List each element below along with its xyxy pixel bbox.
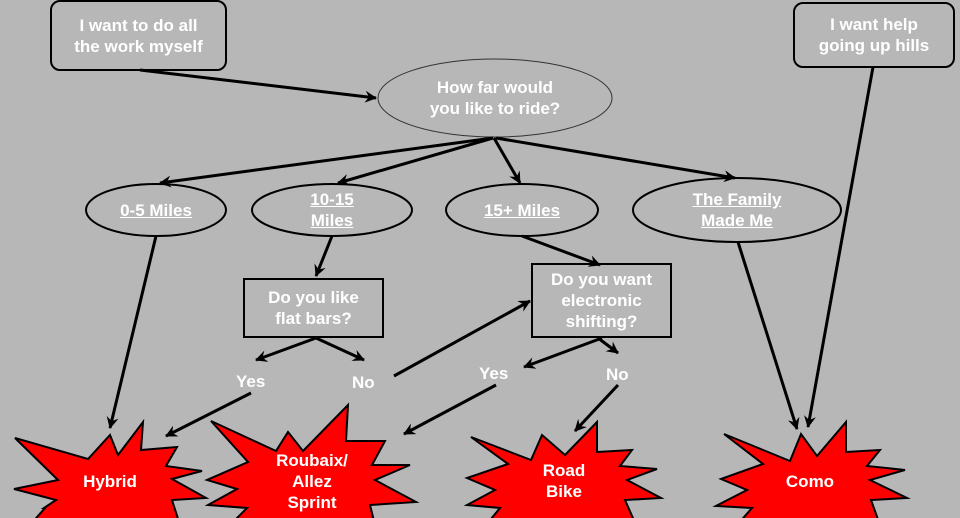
outcome-road-line2: Bike	[546, 482, 582, 501]
question-flat-bars-line1: Do you like	[268, 288, 359, 307]
option-10-15-line1: 10-15	[310, 190, 354, 209]
outcome-hybrid: Hybrid	[60, 466, 160, 496]
question-electronic-line2: electronic	[561, 291, 642, 310]
question-electronic-line1: Do you want	[550, 270, 653, 289]
question-flat-bars: Do you like flat bars?	[243, 278, 384, 338]
question-distance-line2: you like to ride?	[429, 99, 561, 118]
connector-15-plus-to-electronic	[521, 234, 601, 267]
outcome-hybrid-starburst	[13, 418, 210, 518]
answer-electronic-yes[interactable]: Yes	[479, 364, 509, 383]
start-node-help-hills: I want help going up hills	[793, 2, 955, 68]
connector-distance-to-10-15	[337, 136, 494, 186]
connector-distance-to-0-5	[159, 136, 494, 188]
connector-flat-to-yes	[255, 336, 317, 362]
answer-flat-no[interactable]: No	[352, 373, 375, 392]
connector-flat-to-no	[315, 336, 365, 362]
question-electronic-line3: shifting?	[565, 312, 638, 331]
connector-distance-to-family	[495, 136, 736, 183]
question-distance-line1: How far would	[436, 78, 554, 97]
option-0-5-miles[interactable]: 0-5 Miles	[90, 195, 222, 225]
connector-distance-to-15-plus	[492, 137, 522, 184]
connector-0-5-to-hybrid	[106, 235, 158, 429]
connector-yes-to-roubaix	[403, 383, 497, 436]
connector-family-to-como	[736, 241, 800, 430]
option-15-plus-label: 15+ Miles	[483, 200, 561, 220]
outcome-como-starburst	[712, 419, 911, 518]
start-node-help-hills-line1: I want help	[830, 15, 918, 34]
option-family-line2: Made Me	[701, 211, 773, 230]
outcome-road-starburst	[463, 419, 665, 518]
answer-electronic-no[interactable]: No	[606, 365, 629, 384]
option-15-plus-miles[interactable]: 15+ Miles	[450, 195, 594, 225]
connector-no-to-road	[573, 383, 620, 433]
outcome-road-line1: Road	[542, 461, 586, 480]
connector-work-to-distance	[139, 68, 377, 103]
outcome-hybrid-label: Hybrid	[83, 471, 137, 491]
option-family-line1: The Family	[692, 190, 782, 209]
outcome-roubaix-line2: Allez	[292, 471, 332, 491]
outcome-roubaix-line1: Roubaix/	[276, 450, 348, 470]
connector-hills-to-como	[804, 66, 875, 428]
outcome-como-label: Como	[785, 471, 835, 491]
connector-no-to-electronic	[393, 299, 531, 378]
option-10-15-line2: Miles	[310, 211, 354, 230]
option-family-shape	[632, 177, 842, 243]
connector-10-15-to-flat	[314, 235, 334, 277]
outcome-roubaix-line3: Sprint	[287, 492, 337, 512]
connector-yes-to-hybrid	[165, 391, 252, 438]
question-distance: How far would you like to ride?	[380, 68, 610, 128]
option-0-5-miles-label: 0-5 Miles	[120, 200, 192, 220]
answer-flat-yes[interactable]: Yes	[236, 372, 266, 391]
outcome-roubaix-starburst	[204, 402, 420, 518]
question-electronic-shifting: Do you want electronic shifting?	[531, 263, 672, 338]
question-flat-bars-line2: flat bars?	[275, 309, 352, 328]
start-node-work-myself-line1: I want to do all	[79, 15, 198, 35]
connector-electronic-to-no	[597, 336, 619, 355]
start-node-work-myself-line2: the work myself	[74, 36, 203, 56]
start-node-help-hills-line2: going up hills	[818, 36, 930, 55]
question-distance-shape	[377, 58, 613, 138]
connector-electronic-to-yes	[523, 336, 603, 369]
outcome-como: Como	[760, 466, 860, 496]
